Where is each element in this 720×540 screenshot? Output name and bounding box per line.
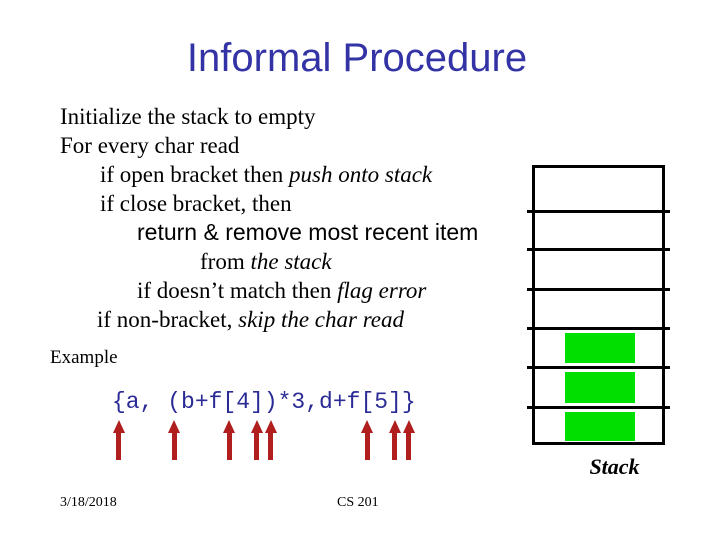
stack-row-divider — [527, 288, 670, 291]
arrow-head-icon — [223, 420, 236, 433]
stack-row-divider — [527, 210, 670, 213]
bracket-arrow — [264, 420, 278, 460]
procedure-line: if doesn’t match then flag error — [0, 276, 540, 305]
procedure-line-emphasis: the stack — [250, 249, 332, 274]
bracket-arrow — [402, 420, 416, 460]
stack-label: Stack — [589, 454, 640, 479]
procedure-line: from the stack — [0, 247, 540, 276]
procedure-line-emphasis: push onto stack — [289, 162, 433, 187]
stack-box — [532, 165, 665, 445]
arrow-stem — [406, 433, 412, 460]
procedure-line-text: return & remove most recent item — [137, 219, 479, 245]
arrow-stem — [392, 433, 398, 460]
footer-course: CS 201 — [337, 495, 379, 510]
procedure-line-emphasis: skip the char read — [238, 307, 405, 332]
procedure-text: Initialize the stack to empty For every … — [0, 102, 540, 334]
bracket-arrow — [360, 420, 374, 460]
stack-item — [565, 372, 635, 403]
procedure-line-text: if close bracket, then — [100, 191, 292, 216]
arrow-head-icon — [361, 420, 374, 433]
stack-item — [565, 412, 635, 441]
bracket-arrow — [388, 420, 402, 460]
arrow-stem — [226, 433, 232, 460]
bracket-arrow — [250, 420, 264, 460]
stack-item — [565, 333, 635, 363]
arrow-stem — [364, 433, 370, 460]
stack-row-divider — [527, 406, 670, 409]
footer-date: 3/18/2018 — [60, 495, 117, 510]
procedure-line: if open bracket then push onto stack — [0, 160, 540, 189]
stack-row-divider — [527, 366, 670, 369]
bracket-arrow — [167, 420, 181, 460]
procedure-line-text: if doesn’t match then — [137, 278, 338, 303]
arrow-head-icon — [112, 420, 125, 433]
arrow-head-icon — [168, 420, 181, 433]
procedure-line-text: from — [200, 249, 251, 274]
stack-row-divider — [527, 248, 670, 251]
procedure-line-text: Initialize the stack to empty — [60, 104, 316, 129]
example-expression: {a, (b+f[4])*3,d+f[5]} — [112, 389, 416, 415]
procedure-line: return & remove most recent item — [0, 218, 540, 247]
procedure-line: For every char read — [0, 131, 540, 160]
example-label: Example — [50, 347, 118, 368]
procedure-line-text: For every char read — [60, 133, 240, 158]
arrow-head-icon — [264, 420, 277, 433]
procedure-line: if close bracket, then — [0, 189, 540, 218]
procedure-line-text: if open bracket then — [100, 162, 290, 187]
procedure-line-emphasis: flag error — [337, 278, 427, 303]
arrow-head-icon — [402, 420, 415, 433]
arrow-head-icon — [250, 420, 263, 433]
arrow-stem — [268, 433, 274, 460]
arrow-stem — [254, 433, 260, 460]
procedure-line: if non-bracket, skip the char read — [0, 305, 540, 334]
arrow-stem — [171, 433, 177, 460]
bracket-arrow — [112, 420, 126, 460]
arrow-stem — [116, 433, 122, 460]
stack-row-divider — [527, 327, 670, 330]
procedure-line-text: if non-bracket, — [97, 307, 239, 332]
slide-title: Informal Procedure — [186, 36, 528, 80]
arrow-head-icon — [388, 420, 401, 433]
bracket-arrow — [222, 420, 236, 460]
procedure-line: Initialize the stack to empty — [0, 102, 540, 131]
